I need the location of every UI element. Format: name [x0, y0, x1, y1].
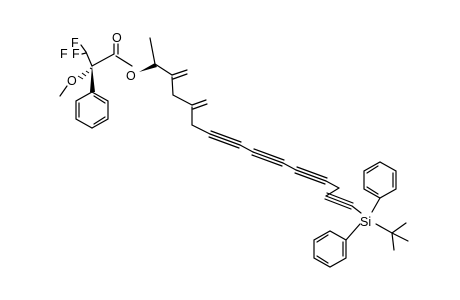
alkyne-4-bond-a: [325, 195, 353, 207]
phenyl-ring-outline: [75, 91, 109, 129]
hashed-bond-methoxy: [77, 67, 93, 80]
alkene-2-bond-b: [192, 103, 208, 110]
methoxy-methyl-bond: [59, 85, 68, 97]
tbutyl-methyl-1: [391, 222, 407, 234]
polyyne-chain: [208, 130, 362, 214]
alcohol-stereocenter: [139, 37, 173, 76]
alkene-2-bond-a: [191, 99, 207, 106]
diene-single-bond-4: [191, 124, 211, 135]
cq-carbonyl-bond: [91, 53, 115, 67]
ester-oxygen-label: O: [126, 69, 136, 83]
alkyne-2-bond-b: [253, 148, 285, 161]
alkyne-2-bond-c: [251, 154, 283, 167]
mosher-acid-core: O O O: [59, 31, 136, 97]
tbutyl-methyl-3: [391, 232, 395, 251]
alkyne-4-bond-b: [326, 192, 354, 204]
cf3-c-bond: [85, 51, 93, 67]
alkyne-1-bond-b: [210, 130, 242, 143]
phenyl-ring-si-upper: [363, 161, 397, 199]
fluorine-label-2: F: [60, 47, 68, 61]
alkyne-3-bond-b: [296, 166, 328, 179]
carbonyl-oxygen-label: O: [112, 31, 122, 45]
phenyl-ring-upper: [75, 91, 109, 129]
fluorine-label-1: F: [71, 36, 79, 50]
cf-bond-1: [80, 44, 87, 53]
alkyne-2-bond-a: [252, 151, 284, 164]
wedge-bond-ester: [139, 63, 157, 72]
polyyne-single-4: [325, 187, 340, 197]
phenyl-inner-bond-1: [93, 95, 106, 104]
diene-single-bond-2: [172, 94, 193, 106]
diene-single-bond-1: [171, 76, 174, 96]
si-upper-phenyl-outline: [363, 161, 397, 199]
alkyne-si-bond: [351, 205, 362, 214]
silicon-label: Si: [360, 215, 371, 229]
phenyl-inner-bond-2: [93, 116, 106, 125]
polyyne-single-2: [282, 162, 297, 171]
si-tbutyl-bond: [375, 223, 393, 234]
si-phenyl-upper-bond: [371, 197, 381, 213]
alkyne-3-bond-a: [295, 169, 327, 182]
alkene-1-bond-b: [172, 73, 188, 80]
polyyne-single-3: [325, 180, 340, 189]
si-phenyl-lower-bond: [345, 223, 361, 241]
methoxy-oxygen-label: O: [67, 74, 77, 88]
polyyne-single-1: [239, 144, 254, 153]
si-lower-phenyl-inner-3: [316, 234, 329, 243]
si-upper-phenyl-inner-2: [366, 165, 379, 174]
diene-chain: [171, 69, 211, 135]
carbonyl-ester-bond: [115, 55, 133, 67]
alkene-1-bond-a: [171, 69, 188, 76]
si-upper-phenyl-inner-3: [366, 186, 379, 195]
si-lower-phenyl-inner-2: [316, 255, 329, 264]
tbdps-group: Si: [313, 161, 409, 268]
tbutyl-methyl-2: [391, 232, 409, 242]
fluorine-label-3: F: [72, 47, 80, 61]
si-lower-phenyl-outline: [313, 230, 347, 268]
stereocenter-alkene-bond: [154, 63, 173, 76]
trifluoromethyl-group: F F F: [60, 36, 93, 67]
wedge-bond-phenyl: [90, 66, 95, 92]
alkyne-1-bond-c: [208, 136, 240, 149]
phenyl-ring-si-lower: [313, 230, 347, 268]
tert-butyl-group: [391, 222, 409, 251]
methyl-bond: [149, 37, 156, 65]
alkyne-4-bond-c: [324, 198, 352, 210]
cf-bond-2: [81, 52, 87, 55]
alkyne-3-bond-c: [294, 172, 326, 185]
alkyne-1-bond-a: [209, 133, 241, 146]
